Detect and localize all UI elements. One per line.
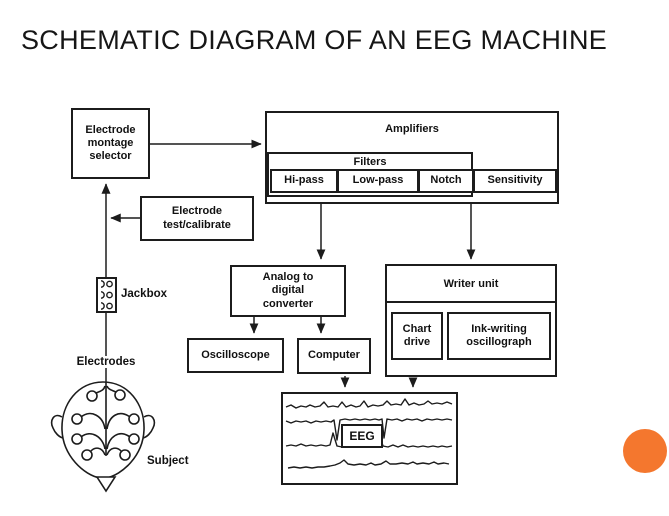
box-sensitivity: Sensitivity	[473, 169, 557, 193]
box-analog-digital-converter: Analog to digital converter	[230, 265, 346, 317]
box-hi-pass-label: Hi-pass	[284, 174, 324, 187]
eeg-trace-4	[287, 459, 450, 469]
box-computer: Computer	[297, 338, 371, 374]
eeg-chart-label-box: EEG	[341, 424, 383, 448]
box-notch: Notch	[418, 169, 474, 193]
box-electrode-montage-selector-label: Electrode montage selector	[85, 123, 136, 163]
scalp-electrode-dots	[71, 389, 140, 461]
eeg-trace-waveforms	[285, 398, 453, 469]
subject-head-figure	[50, 381, 156, 493]
box-low-pass: Low-pass	[337, 169, 419, 193]
jack-pin-icon	[106, 280, 113, 288]
box-electrode-test-calibrate: Electrode test/calibrate	[140, 196, 254, 241]
head-outline	[61, 381, 145, 479]
connector-arrows	[101, 139, 476, 388]
box-eeg-chart	[281, 392, 458, 485]
nose-shape	[95, 476, 117, 493]
left-ear-shape	[50, 414, 64, 439]
box-ink-writing-oscillograph-label: Ink-writing oscillograph	[466, 322, 532, 348]
box-oscilloscope: Oscilloscope	[187, 338, 284, 373]
eeg-chart-label: EEG	[349, 428, 375, 443]
jackbox-socket-icons	[100, 280, 113, 310]
box-oscilloscope-label: Oscilloscope	[201, 348, 270, 361]
box-chart-drive-label: Chart drive	[402, 322, 432, 348]
box-sensitivity-label: Sensitivity	[487, 174, 543, 187]
box-electrode-test-calibrate-label: Electrode test/calibrate	[163, 205, 231, 231]
box-filters-label: Filters	[353, 156, 387, 168]
box-hi-pass: Hi-pass	[270, 169, 338, 193]
box-analog-digital-converter-label: Analog to digital converter	[262, 271, 314, 310]
box-ink-writing-oscillograph: Ink-writing oscillograph	[447, 312, 551, 360]
box-low-pass-label: Low-pass	[352, 174, 404, 187]
box-writer-unit-label: Writer unit	[443, 278, 499, 290]
accent-circle	[623, 429, 667, 473]
subject-label: Subject	[147, 455, 189, 467]
jack-pin-icon	[106, 291, 113, 299]
page-title: SCHEMATIC DIAGRAM OF AN EEG MACHINE	[21, 25, 608, 55]
box-notch-label: Notch	[430, 174, 462, 187]
right-ear-shape	[142, 414, 156, 439]
jack-socket-icon	[100, 291, 105, 299]
writer-unit-divider	[387, 301, 555, 303]
jackbox-label: Jackbox	[121, 288, 168, 300]
box-amplifiers-label: Amplifiers	[385, 123, 439, 135]
jack-pin-icon	[106, 302, 113, 310]
electrode-lead-wires	[80, 385, 131, 456]
jack-socket-icon	[100, 302, 105, 310]
box-chart-drive: Chart drive	[391, 312, 443, 360]
eeg-trace-1	[285, 398, 453, 409]
box-computer-label: Computer	[308, 349, 360, 362]
electrodes-label: Electrodes	[74, 356, 138, 368]
box-electrode-montage-selector: Electrode montage selector	[71, 108, 150, 179]
eeg-trace-2	[285, 418, 453, 441]
box-jackbox	[96, 277, 117, 313]
jack-socket-icon	[100, 280, 105, 288]
